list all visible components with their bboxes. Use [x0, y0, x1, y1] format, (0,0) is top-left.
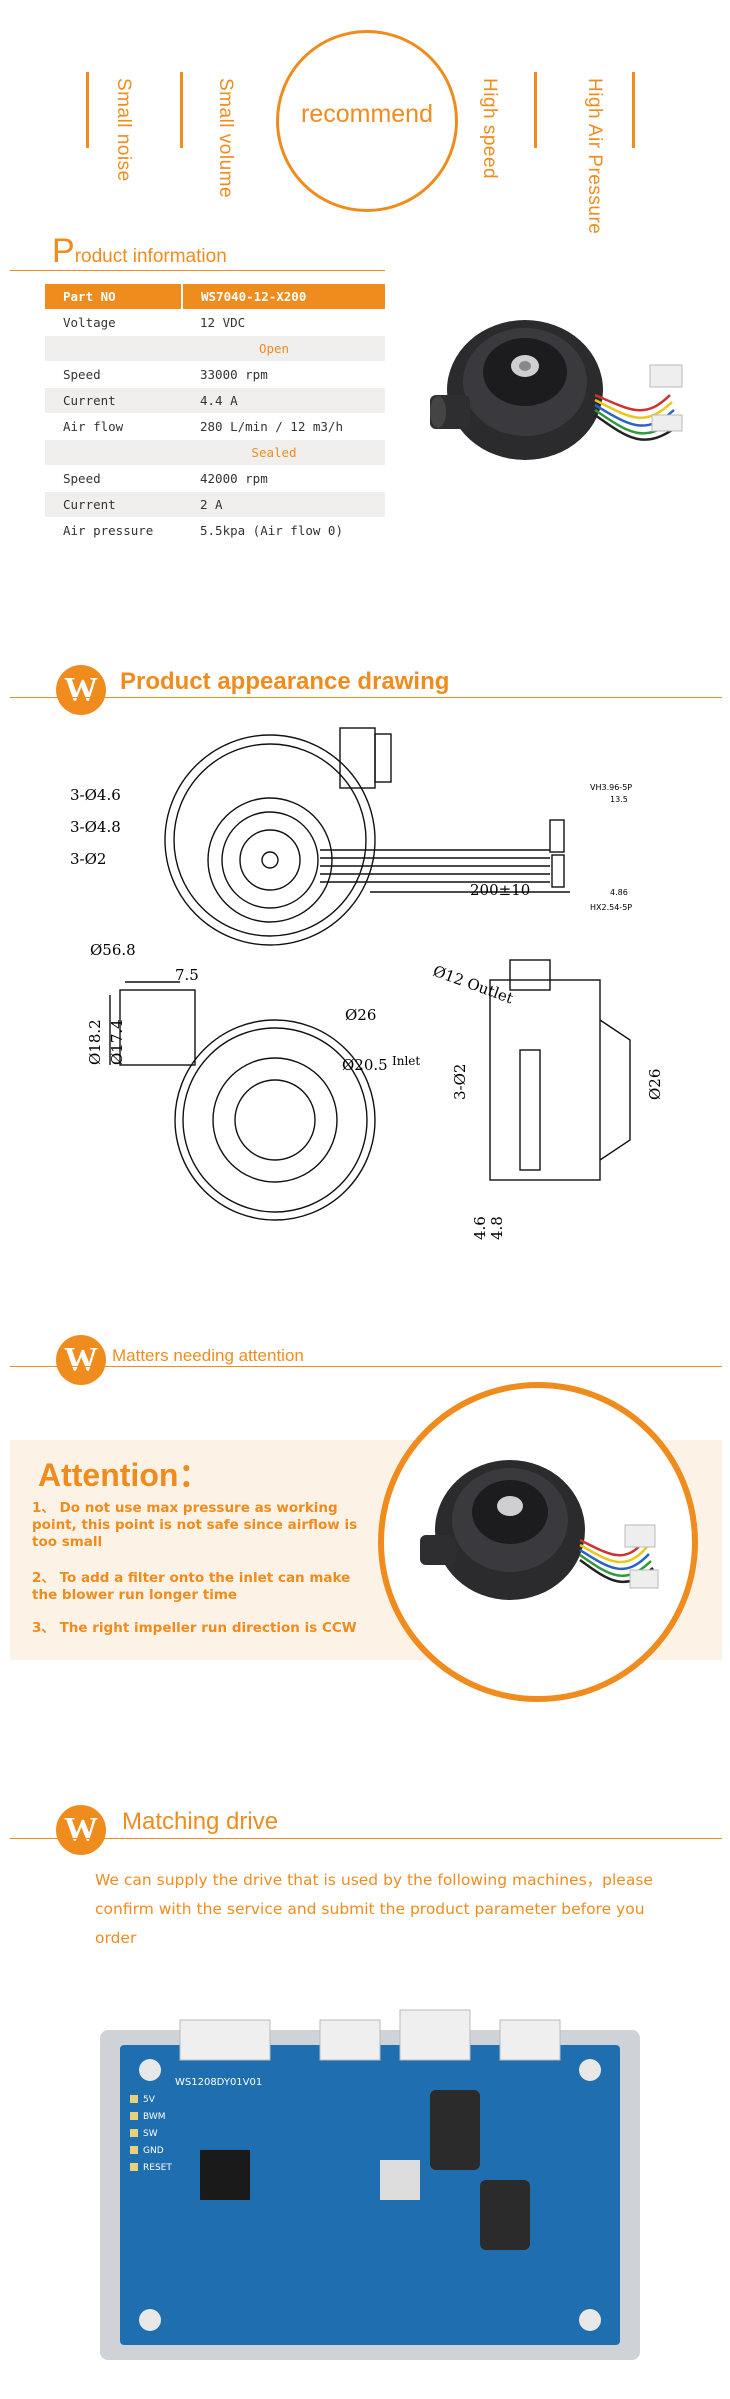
dim-3-d2: 3-Ø2 — [70, 850, 106, 868]
dim-7-5: 7.5 — [175, 966, 199, 984]
appearance-title: Product appearance drawing — [120, 668, 450, 695]
dim-d26-front: Ø26 — [345, 1006, 376, 1024]
dim-d568: Ø56.8 — [90, 941, 136, 959]
table-subheader: Sealed — [45, 439, 385, 466]
board-label: WS1208DY01V01 — [175, 2077, 262, 2088]
dim-4-6: 4.6 — [471, 1216, 489, 1240]
divider — [534, 72, 537, 148]
dim-d205: Ø20.5 — [342, 1056, 388, 1074]
divider — [180, 72, 183, 148]
attention-item-2: 2、 To add a filter onto the inlet can ma… — [32, 1570, 351, 1603]
feature-high-speed: High speed — [479, 78, 500, 180]
pin-label: SW — [143, 2129, 158, 2139]
attention-item-1: 1、 Do not use max pressure as working po… — [32, 1500, 358, 1550]
dim-3-d2-side: 3-Ø2 — [451, 1064, 469, 1100]
dim-outlet: Ø12 Outlet — [431, 962, 516, 1008]
divider — [86, 72, 89, 148]
dim-connector-vh: VH3.96-5P — [590, 783, 632, 792]
section-w-icon: W — [56, 1805, 106, 1855]
pin-label: RESET — [143, 2163, 172, 2173]
section-w-icon: W — [56, 1335, 106, 1385]
attention-item-3: 3、 The right impeller run direction is C… — [32, 1620, 357, 1636]
dim-d26-side: Ø26 — [646, 1069, 664, 1100]
section-underline — [10, 697, 722, 698]
product-info-underline — [10, 270, 385, 271]
pin-label: GND — [143, 2146, 164, 2156]
dim-3-d46: 3-Ø4.6 — [70, 786, 121, 804]
section-underline — [10, 1838, 722, 1839]
section-underline — [10, 1366, 722, 1367]
feature-small-volume: Small volume — [215, 78, 236, 199]
appearance-drawing: 3-Ø4.6 3-Ø4.8 3-Ø2 Ø56.8 200±10 VH3.96-5… — [70, 727, 664, 1240]
product-info-title: Product information — [52, 232, 227, 270]
driver-board-photo: 5V BWM SW GND RESET WS1208DY01V01 — [100, 2009, 640, 2360]
pin-label: 5V — [143, 2095, 156, 2105]
blower-photo — [430, 320, 683, 460]
attention-heading: Attention： — [38, 1457, 211, 1493]
table-subheader: Open — [45, 335, 385, 362]
blower-photo — [420, 1460, 659, 1600]
dim-cable-length: 200±10 — [470, 881, 530, 899]
recommend-label: recommend — [301, 100, 433, 128]
attention-section-title: Matters needing attention — [112, 1346, 304, 1365]
recommend-circle — [276, 30, 458, 212]
dim-3-d48: 3-Ø4.8 — [70, 818, 121, 836]
section-w-icon: W — [56, 665, 106, 715]
dim-13-5: 13.5 — [610, 795, 628, 804]
feature-small-noise: Small noise — [113, 78, 134, 182]
dim-4-86: 4.86 — [610, 888, 628, 897]
dim-4-8: 4.8 — [488, 1216, 506, 1240]
dim-d182: Ø18.2 — [86, 1019, 104, 1065]
dim-connector-hx: HX2.54-5P — [590, 903, 632, 912]
feature-high-air-pressure: High Air Pressure — [584, 78, 605, 235]
divider — [632, 72, 635, 148]
dim-d174: Ø17.4 — [108, 1019, 126, 1065]
table-header: Part NO WS7040-12-X200 — [45, 284, 385, 310]
pin-label: BWM — [143, 2112, 166, 2122]
drive-title: Matching drive — [122, 1808, 279, 1835]
drive-description: We can supply the drive that is used by … — [95, 1871, 653, 1947]
dim-inlet: Inlet — [392, 1054, 420, 1068]
